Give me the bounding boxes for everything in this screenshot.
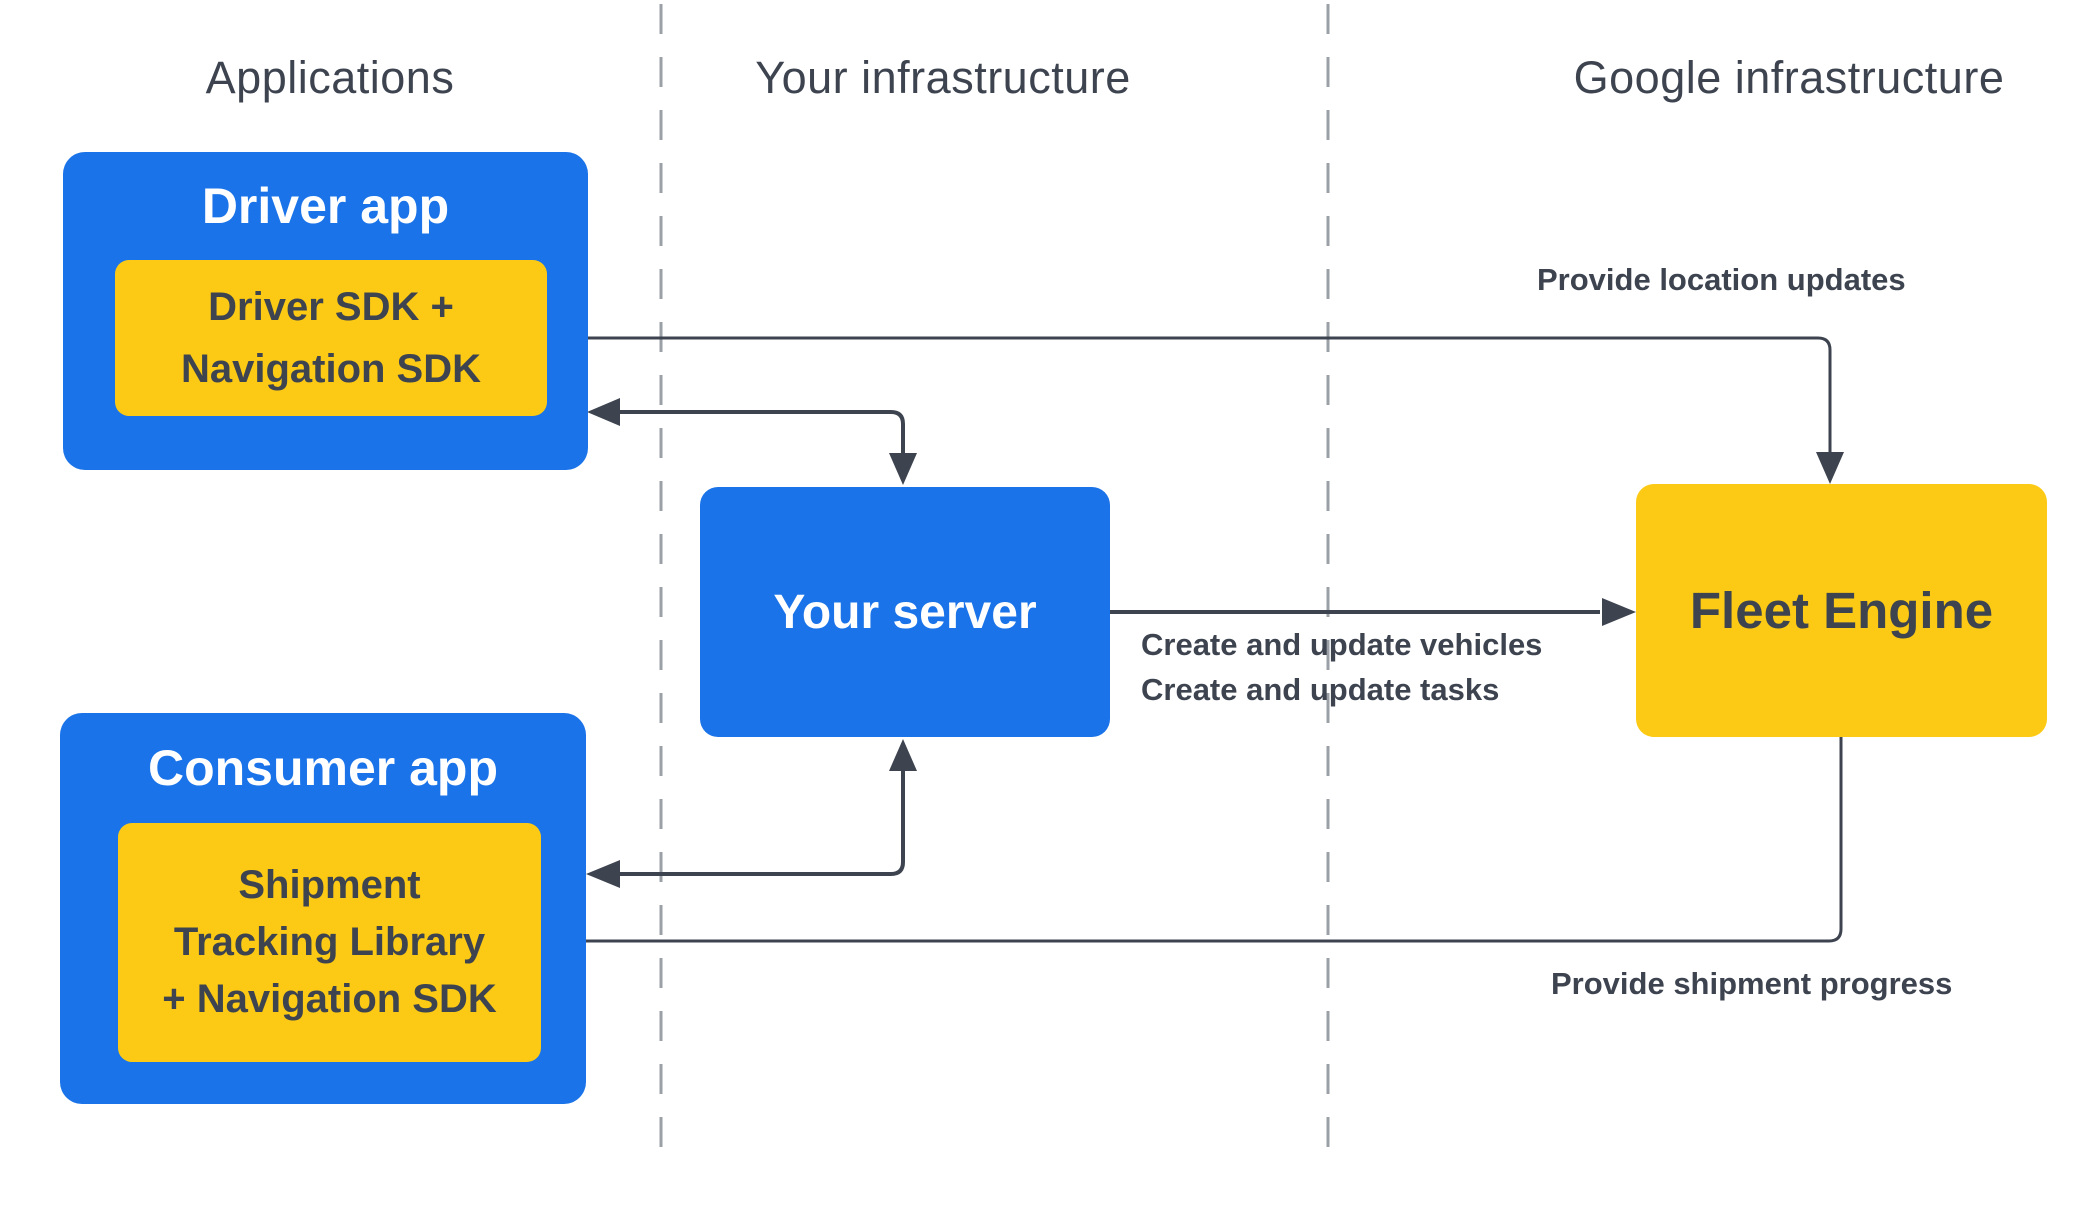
driver-sdk-line1: Driver SDK +: [208, 285, 454, 329]
column-header-applications: Applications: [205, 52, 455, 103]
edge-label-create-vehicles: Create and update vehicles: [1141, 627, 1543, 662]
consumer-sdk-line3: + Navigation SDK: [162, 977, 497, 1021]
connector-consumer-app-your-server: [620, 771, 905, 876]
driver-app-title: Driver app: [201, 178, 450, 234]
connector-fleet-engine-consumer-sdk: [574, 737, 1843, 943]
connector-driver-sdk-fleet-engine: [579, 336, 1832, 452]
node-driver-sdk: Driver SDK + Navigation SDK: [115, 260, 547, 416]
connector-driver-app-your-server: [620, 410, 905, 453]
node-your-server: Your server: [700, 487, 1110, 737]
column-header-your-infrastructure: Your infrastructure: [755, 52, 1131, 103]
consumer-app-title: Consumer app: [147, 740, 499, 796]
node-driver-app: Driver app Driver SDK + Navigation SDK: [63, 152, 588, 470]
arrowhead-into-consumer-app-icon: [586, 860, 620, 888]
arrowhead-into-fleet-engine-top-icon: [1816, 452, 1844, 484]
node-shipment-tracking-library: Shipment Tracking Library + Navigation S…: [118, 823, 541, 1062]
edge-label-provide-shipment-progress: Provide shipment progress: [1551, 966, 1953, 1001]
consumer-sdk-line2: Tracking Library: [173, 920, 486, 964]
arrowhead-into-your-server-bottom-icon: [889, 739, 917, 771]
driver-sdk-line2: Navigation SDK: [180, 347, 482, 391]
arrowhead-into-driver-app-icon: [587, 398, 620, 426]
edge-label-create-tasks: Create and update tasks: [1141, 672, 1500, 707]
edge-label-provide-location-updates: Provide location updates: [1537, 262, 1906, 297]
arrowhead-into-fleet-engine-left-icon: [1602, 598, 1636, 626]
edge-label-create-and-update: Create and update vehicles Create and up…: [1141, 622, 1542, 712]
arrowhead-into-your-server-top-icon: [889, 453, 917, 485]
node-consumer-app: Consumer app Shipment Tracking Library +…: [60, 713, 586, 1104]
consumer-sdk-line1: Shipment: [238, 863, 421, 907]
node-fleet-engine: Fleet Engine: [1636, 484, 2047, 737]
column-header-google-infrastructure: Google infrastructure: [1573, 52, 2005, 103]
